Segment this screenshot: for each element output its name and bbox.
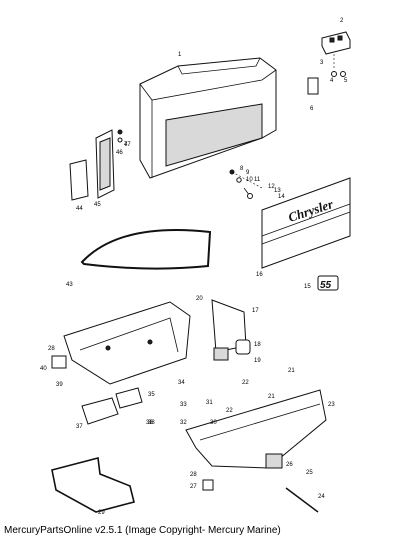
callout: 35 [148,392,155,398]
top-cowling [139,57,277,179]
callout: 3 [320,60,324,66]
callout: 13 [274,188,281,194]
plate-40 [51,355,67,369]
callout: 6 [310,106,314,112]
callout: 12 [268,184,275,190]
bracket [211,299,251,361]
callout: 24 [318,494,325,500]
callout: 32 [180,420,187,426]
latch-assembly [321,31,351,77]
callout: 28 [48,346,55,352]
callout: 21 [268,394,275,400]
callout: 15 [304,284,311,290]
callout: 11 [254,177,261,183]
callout: 21 [288,368,295,374]
bolt-24 [285,487,319,513]
callout: 33 [180,402,187,408]
callout: 37 [76,424,83,430]
grommet-27 [202,479,214,491]
plate-37 [81,397,119,425]
callout: 43 [66,282,73,288]
callout: 44 [76,206,83,212]
callout: 45 [94,202,101,208]
callout: 23 [328,402,335,408]
fastener-group [229,169,263,199]
callout: 29 [98,510,105,516]
callout: 17 [252,308,259,314]
callout: 30 [210,420,217,426]
callout: 16 [256,272,263,278]
callout: 27 [190,484,197,490]
callout: 47 [124,142,131,148]
callout: 22 [226,408,233,414]
callout: 38 [148,420,155,426]
callout: 26 [286,462,293,468]
callout: 14 [278,194,285,200]
callout: 9 [246,170,250,176]
callout: 19 [254,358,261,364]
callout: 2 [340,18,344,24]
callout: 40 [40,366,47,372]
callout: 36 [146,420,153,426]
hp-badge: 55 [317,275,339,291]
callout: 28 [190,472,197,478]
callout: 22 [242,380,249,386]
cowl-seal [80,229,212,270]
callout: 20 [196,296,203,302]
cover-plate [307,77,319,95]
callout: 1 [178,52,182,58]
callout: 4 [330,78,334,84]
chrysler-side-decal: Chrysler [261,177,351,269]
hp-badge-text: 55 [320,280,332,291]
lower-cowl-starboard [185,389,327,469]
callout: 46 [116,150,123,156]
callout: 8 [240,166,244,172]
callout: 31 [206,400,213,406]
callout: 5 [344,78,348,84]
callout: 7 [124,142,128,148]
callout: 25 [306,470,313,476]
lower-cowl-port [63,301,191,385]
plate-38 [115,387,143,409]
callout: 39 [56,382,63,388]
callout: 18 [254,342,261,348]
image-caption: MercuryPartsOnline v2.5.1 (Image Copyrig… [4,525,281,536]
callout: 34 [178,380,185,386]
rear-grip [69,129,123,201]
callout: 10 [246,177,253,183]
handle-29 [51,456,135,513]
callout-labels: 1 2 3 4 5 6 7 8 9 10 11 12 13 14 15 16 1… [40,18,348,516]
